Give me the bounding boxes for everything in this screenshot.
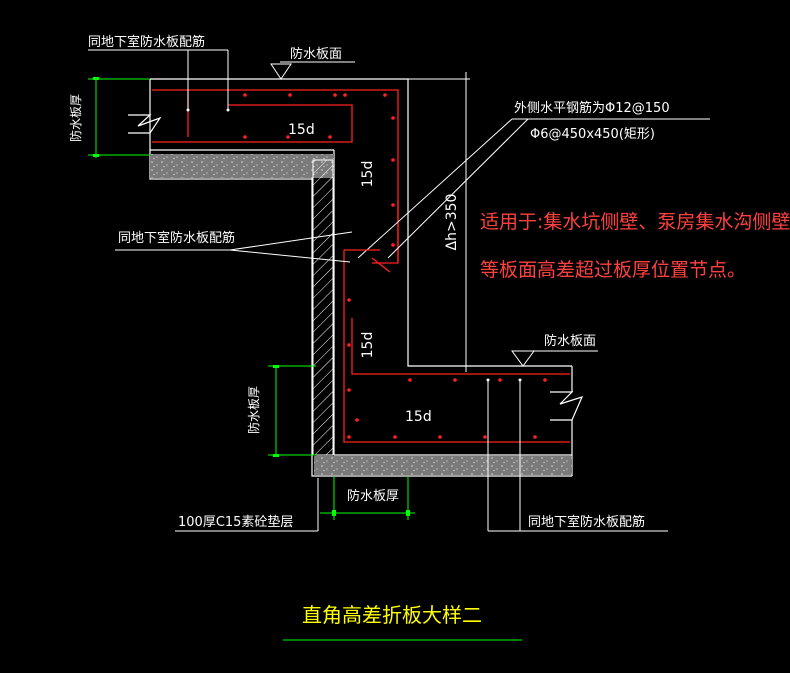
label-cushion-layer: 100厚C15素砼垫层 bbox=[178, 514, 293, 530]
dimension-ticks bbox=[93, 77, 410, 516]
label-outer-bar-line2: Φ6@450x450(矩形) bbox=[530, 127, 655, 142]
label-15d-bottom: 15d bbox=[405, 409, 432, 425]
wall-hatch bbox=[312, 159, 334, 456]
note-line2: 等板面高差超过板厚位置节点。 bbox=[480, 259, 746, 281]
label-15d-vertical-lower: 15d bbox=[360, 332, 376, 359]
label-waterproof-surface-right: 防水板面 bbox=[544, 333, 596, 349]
rebar-dots bbox=[243, 93, 547, 439]
surface-marker-top bbox=[270, 63, 292, 80]
label-15d-top: 15d bbox=[288, 122, 315, 138]
label-rebar-bottom-right: 同地下室防水板配筋 bbox=[528, 514, 645, 530]
rebar-crossing bbox=[344, 249, 391, 273]
label-outer-bar-line1: 外侧水平钢筋为Φ12@150 bbox=[514, 100, 670, 116]
surface-marker-right bbox=[511, 350, 535, 367]
label-delta-h: Δh>350 bbox=[444, 194, 460, 251]
drawing-title: 直角高差折板大样二 bbox=[302, 603, 482, 627]
break-symbol-left bbox=[128, 114, 162, 134]
label-thickness-left-lower: 防水板厚 bbox=[246, 386, 261, 434]
label-thickness-bottom: 防水板厚 bbox=[347, 488, 399, 504]
label-waterproof-surface-top: 防水板面 bbox=[290, 46, 342, 62]
label-15d-vertical-upper: 15d bbox=[360, 161, 376, 188]
label-thickness-left-top: 防水板厚 bbox=[68, 94, 83, 142]
note-line1: 适用于:集水坑侧壁、泵房集水沟侧壁 bbox=[480, 211, 790, 233]
leader-lines bbox=[88, 49, 710, 532]
concrete-outline bbox=[149, 78, 573, 477]
cushion-layer-upper-speckle bbox=[150, 154, 334, 178]
break-symbol-right bbox=[550, 391, 584, 421]
label-rebar-top-left: 同地下室防水板配筋 bbox=[88, 34, 205, 50]
leader-ticks bbox=[186, 108, 522, 382]
label-rebar-mid-left: 同地下室防水板配筋 bbox=[118, 230, 235, 246]
cushion-layer-lower-speckle bbox=[314, 456, 572, 475]
